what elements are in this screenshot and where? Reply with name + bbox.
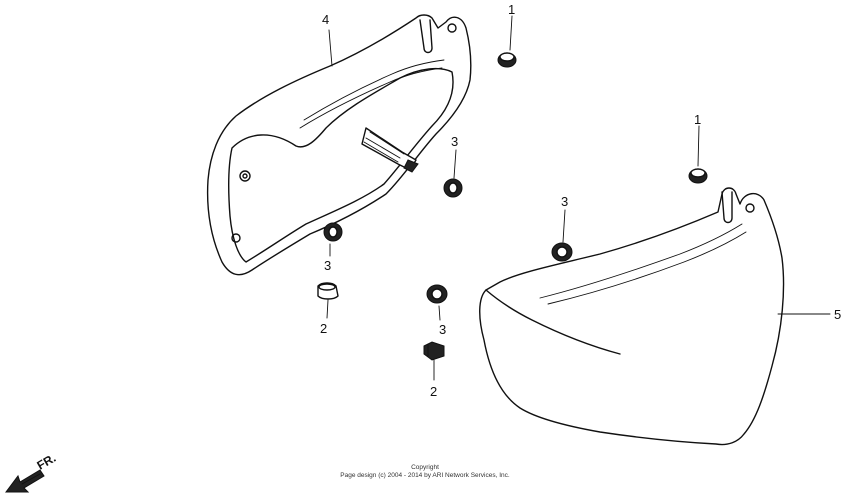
grommet-part-3-b bbox=[551, 242, 573, 262]
front-direction-arrow-icon bbox=[5, 469, 45, 493]
callout-3-d: 3 bbox=[439, 322, 446, 337]
copyright-line: Copyright bbox=[411, 464, 439, 471]
grommet-part-1-top bbox=[497, 52, 517, 68]
page-design-credit: Page design (c) 2004 - 2014 by ARI Netwo… bbox=[340, 472, 510, 479]
grommet-part-1-right bbox=[688, 168, 708, 184]
grommet-part-3-d bbox=[426, 284, 448, 304]
right-side-cover-part-5 bbox=[479, 187, 785, 446]
grommet-part-3-a bbox=[443, 178, 463, 198]
callout-1-right: 1 bbox=[694, 112, 701, 127]
leader-lines bbox=[326, 15, 831, 381]
callout-2-a: 2 bbox=[320, 321, 327, 336]
callout-4: 4 bbox=[322, 12, 329, 27]
pin-part-2-a bbox=[317, 282, 339, 300]
grommet-part-3-c bbox=[323, 222, 343, 242]
callout-2-b: 2 bbox=[430, 384, 437, 399]
left-side-cover-part-4 bbox=[206, 14, 472, 276]
callout-1-top: 1 bbox=[508, 2, 515, 17]
callout-3-c: 3 bbox=[324, 258, 331, 273]
pin-part-2-b bbox=[423, 341, 445, 361]
callout-5: 5 bbox=[834, 307, 841, 322]
callout-3-b: 3 bbox=[561, 194, 568, 209]
callout-3-a: 3 bbox=[451, 134, 458, 149]
